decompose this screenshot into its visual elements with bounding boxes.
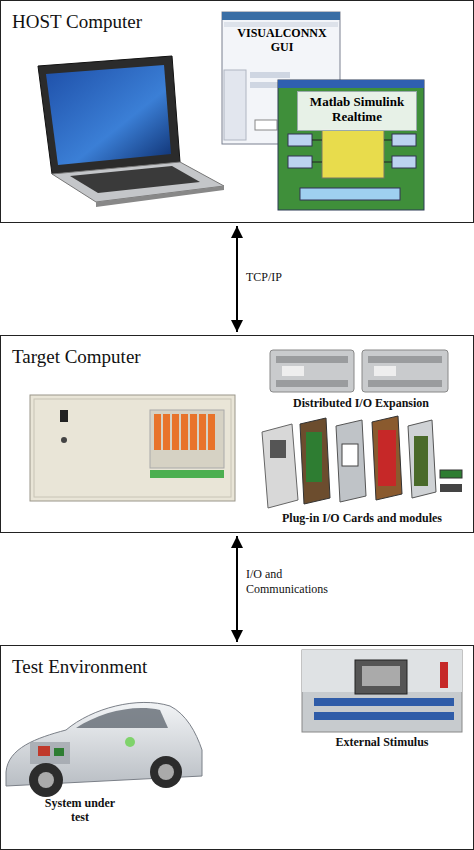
double-arrow-connector <box>236 536 238 642</box>
image-caption: System under test <box>44 796 116 825</box>
test-rig-photo-part <box>302 650 462 732</box>
target-chassis-part <box>154 414 161 450</box>
test-rig-photo-part <box>440 662 448 688</box>
simulink-screenshot-part <box>300 188 400 200</box>
target-chassis-part <box>30 395 235 501</box>
image-caption: Plug-in I/O Cards and modules <box>254 511 470 525</box>
plug-in-cards-part <box>372 416 402 500</box>
target-chassis <box>30 395 235 501</box>
distributed-io-modules-part <box>276 380 348 387</box>
test-rig-photo <box>302 650 462 732</box>
simulink-screenshot-part <box>392 134 416 146</box>
plug-in-cards-part <box>270 440 286 458</box>
distributed-io-modules-part <box>362 350 448 392</box>
window-title: Matlab Simulink Realtime <box>300 95 414 125</box>
car-illustration-part <box>38 772 54 788</box>
laptop-illustration <box>38 56 224 207</box>
laptop-illustration-part <box>46 65 171 165</box>
connector-label: TCP/IP <box>246 270 326 285</box>
image-caption: Distributed I/O Expansion <box>268 396 454 410</box>
laptop-illustration-part <box>38 56 180 174</box>
gui-window: VISUALCONNX GUI <box>227 27 337 73</box>
target-chassis-part <box>34 399 231 497</box>
distributed-io-modules-part <box>276 356 348 363</box>
distributed-io-modules-part <box>374 366 396 376</box>
car-illustration-part <box>150 756 182 788</box>
window-title: VISUALCONNX GUI <box>227 27 337 55</box>
plug-in-cards-part <box>342 444 358 466</box>
distributed-io-modules-part <box>368 380 442 387</box>
laptop-illustration-part <box>52 162 224 202</box>
target-chassis-part <box>150 470 224 478</box>
band-title: Target Computer <box>12 346 141 368</box>
plug-in-cards-part <box>408 420 436 498</box>
distributed-io-modules-part <box>368 356 442 363</box>
simulink-screenshot-part <box>392 156 416 168</box>
car-illustration <box>6 702 202 797</box>
simulink-screenshot-part <box>278 80 424 210</box>
gui-screenshot-part <box>255 120 277 130</box>
target-chassis-part <box>181 414 188 450</box>
gui-screenshot-part <box>222 12 340 20</box>
plug-in-cards-part <box>300 418 330 504</box>
image-caption: External Stimulus <box>298 735 466 749</box>
plug-in-cards-part <box>440 470 462 478</box>
plug-in-cards-part <box>336 420 366 502</box>
layer-band: Target Computer <box>0 335 474 533</box>
car-illustration-part <box>158 764 174 780</box>
test-rig-photo-part <box>314 698 454 706</box>
target-chassis-part <box>208 414 215 450</box>
simulink-screenshot-part <box>322 130 384 178</box>
target-chassis-part <box>60 410 68 422</box>
laptop-illustration-part <box>96 186 224 207</box>
connector-label: I/O and Communications <box>246 567 346 597</box>
plug-in-cards-part <box>378 430 396 486</box>
simulink-screenshot <box>278 80 424 210</box>
plug-in-cards <box>262 416 462 508</box>
car-illustration-part <box>30 742 70 764</box>
target-chassis-part <box>150 410 224 468</box>
layer-band: HOST ComputerVISUALCONNX GUI Matlab Simul… <box>0 0 474 223</box>
test-rig-photo-part <box>314 712 454 720</box>
plug-in-cards-part <box>440 484 462 492</box>
gui-screenshot-part <box>250 72 290 78</box>
car-illustration-part <box>125 737 135 747</box>
test-rig-photo-part <box>362 666 400 686</box>
simulink-screenshot-part <box>278 80 424 88</box>
distributed-io-modules-part <box>270 350 354 392</box>
car-illustration-part <box>76 708 168 728</box>
band-title: HOST Computer <box>12 11 142 33</box>
plug-in-cards-part <box>262 424 298 508</box>
test-rig-photo-part <box>355 660 407 694</box>
gui-screenshot-part <box>224 70 246 140</box>
target-chassis-part <box>61 437 67 443</box>
simulink-screenshot-part <box>384 140 392 141</box>
laptop-illustration-part <box>70 166 200 193</box>
band-title: Test Environment <box>12 656 147 678</box>
simulink-screenshot-part <box>312 140 322 141</box>
car-illustration-part <box>29 763 63 797</box>
plug-in-cards-part <box>414 436 428 486</box>
target-chassis-part <box>163 414 170 450</box>
distributed-io-modules-part <box>282 366 304 376</box>
simulink-screenshot-part <box>288 156 312 168</box>
target-chassis-part <box>190 414 197 450</box>
car-illustration-part <box>38 746 50 756</box>
double-arrow-connector <box>236 226 238 332</box>
test-rig-photo-part <box>302 650 462 692</box>
target-chassis-part <box>199 414 206 450</box>
plug-in-cards-part <box>306 432 322 482</box>
simulink-screenshot-part <box>312 162 322 163</box>
simulink-screenshot-part <box>288 134 312 146</box>
target-chassis-part <box>172 414 179 450</box>
distributed-io-modules <box>270 350 448 392</box>
gui-window: Matlab Simulink Realtime <box>297 91 417 131</box>
simulink-screenshot-part <box>384 162 392 163</box>
car-illustration-part <box>54 748 64 756</box>
